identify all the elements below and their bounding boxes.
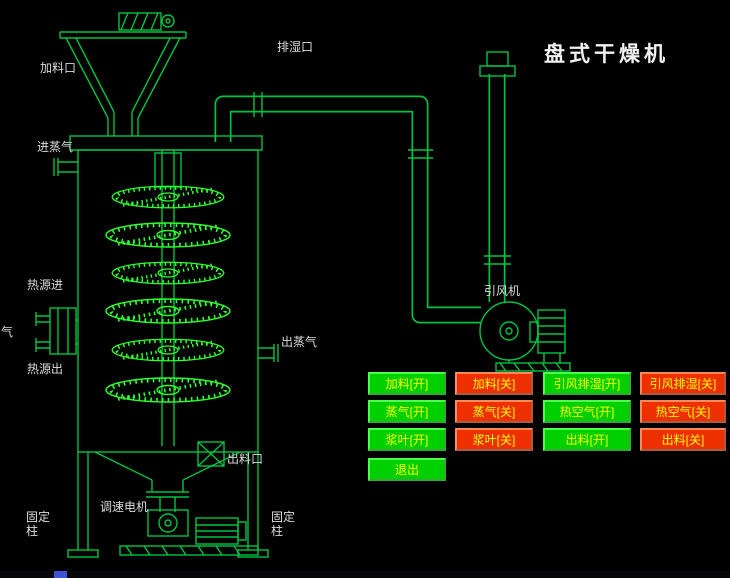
paddle-on-button[interactable]: 浆叶[开] bbox=[368, 428, 446, 451]
label-steam-inlet: 进蒸气 bbox=[37, 140, 74, 154]
bottom-edge-strip bbox=[0, 571, 730, 578]
hotair-on-button[interactable]: 热空气[开] bbox=[543, 400, 631, 423]
exhaust-pipe bbox=[214, 95, 481, 324]
label-speed-motor: 调速电机 bbox=[100, 500, 149, 514]
label-feed-port: 加料口 bbox=[40, 61, 77, 75]
label-steam-outlet: 出蒸气 bbox=[281, 335, 318, 349]
label-fixed-column-left: 固定柱 bbox=[26, 510, 51, 538]
label-draft-fan: 引风机 bbox=[484, 284, 521, 298]
dryer-vessel bbox=[69, 135, 263, 453]
steam-outlet-stub bbox=[258, 344, 279, 362]
draft-off-button[interactable]: 引风排湿[关] bbox=[640, 372, 726, 395]
steam-off-button[interactable]: 蒸气[关] bbox=[455, 400, 533, 423]
induced-draft-fan bbox=[479, 301, 539, 361]
discharge-on-button[interactable]: 出料[开] bbox=[543, 428, 631, 451]
discharge-assembly bbox=[94, 441, 241, 512]
pipe-flanges bbox=[253, 51, 516, 265]
label-heat-source-in: 热源进 bbox=[27, 278, 64, 292]
fan-motor bbox=[495, 309, 571, 372]
speed-motor-assembly bbox=[119, 509, 259, 556]
bottom-edge-fragment bbox=[54, 571, 67, 578]
label-heat-source-out: 热源出 bbox=[27, 362, 64, 376]
page-title: 盘式干燥机 bbox=[544, 43, 669, 66]
heat-exchanger bbox=[35, 307, 78, 355]
label-fixed-column-right: 固定柱 bbox=[271, 510, 296, 538]
steam-inlet-stub bbox=[53, 158, 78, 176]
hotair-off-button[interactable]: 热空气[关] bbox=[640, 400, 726, 423]
feed-hopper bbox=[65, 37, 181, 136]
feed-on-button[interactable]: 加料[开] bbox=[368, 372, 446, 395]
paddle-off-button[interactable]: 浆叶[关] bbox=[455, 428, 533, 451]
discharge-off-button[interactable]: 出料[关] bbox=[640, 428, 726, 451]
label-left-edge: 气 bbox=[1, 325, 14, 339]
disc-stack bbox=[104, 184, 232, 404]
support-legs bbox=[67, 452, 269, 558]
top-motor bbox=[59, 12, 187, 39]
feed-off-button[interactable]: 加料[关] bbox=[455, 372, 533, 395]
draft-on-button[interactable]: 引风排湿[开] bbox=[543, 372, 631, 395]
steam-on-button[interactable]: 蒸气[开] bbox=[368, 400, 446, 423]
exit-button[interactable]: 退出 bbox=[368, 458, 446, 481]
label-dehumid-port: 排湿口 bbox=[277, 40, 314, 54]
label-discharge-port: 出料口 bbox=[227, 452, 264, 466]
